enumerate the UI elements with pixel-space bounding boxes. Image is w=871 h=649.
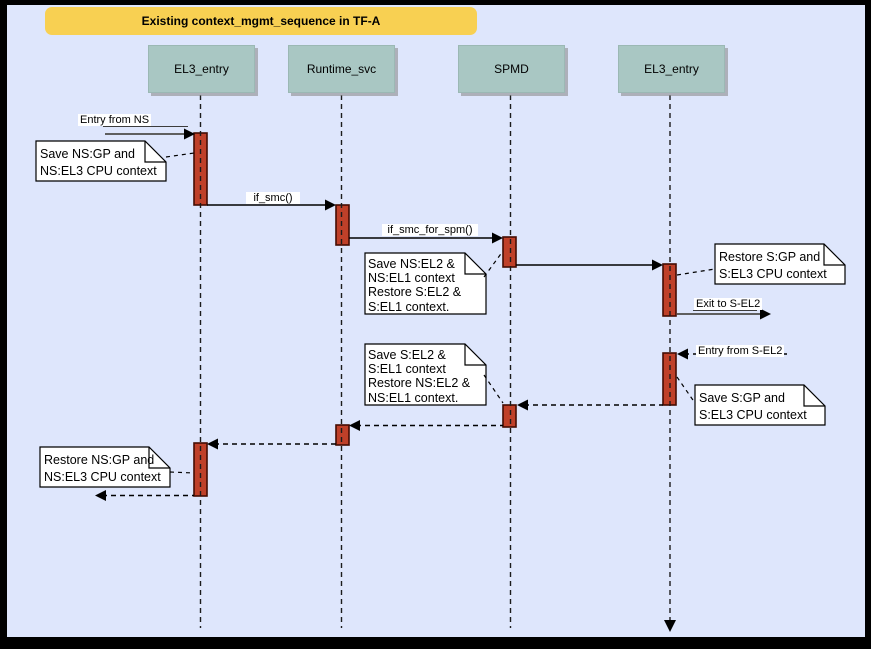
- lifeline-header-label: Runtime_svc: [306, 62, 377, 76]
- note-fold-icon: [823, 244, 845, 266]
- note-shape-save-s-el2: [364, 343, 487, 406]
- note-connector: [483, 250, 504, 278]
- note-connector: [676, 376, 696, 404]
- message-label-exit-to-sel2: Exit to S-EL2: [694, 298, 763, 310]
- note-connector: [169, 471, 195, 474]
- note-connector: [483, 374, 504, 404]
- note-fold-icon: [464, 253, 486, 275]
- lifeline-header-runtime-svc: Runtime_svc: [288, 45, 395, 93]
- lifeline-header-el3-entry-left: EL3_entry: [148, 45, 255, 93]
- activation-bar-runtime-1: [335, 204, 350, 246]
- arrowhead-if-smc-icon: [325, 199, 336, 211]
- activation-bar-spmd-2: [502, 404, 517, 428]
- arrowhead-spmd-to-runtime-icon: [349, 420, 360, 431]
- lifeline-header-spmd: SPMD: [458, 45, 565, 93]
- message-label-entry-from-ns: Entry from NS: [78, 114, 152, 126]
- message-label-if-smc: if_smc(): [246, 192, 300, 204]
- note-shape-save-ns-gp: [35, 140, 167, 182]
- message-label-if-smc-for-spm: if_smc_for_spm(): [382, 224, 478, 236]
- note-fold-icon: [464, 344, 486, 366]
- note-fold-icon: [148, 447, 170, 469]
- note-connector: [676, 268, 716, 276]
- lifeline-header-label: SPMD: [494, 62, 529, 76]
- arrowhead-runtime-to-el3-icon: [207, 438, 218, 450]
- arrowhead-exit-to-sel2-icon: [760, 308, 771, 320]
- arrowhead-if-smc-for-spm-icon: [492, 232, 503, 244]
- activation-bar-el3-right-1: [662, 263, 677, 317]
- note-text-restore-ns-gp: Restore NS:GP and NS:EL3 CPU context: [44, 453, 161, 484]
- activation-bar-runtime-2: [335, 424, 350, 446]
- note-text-save-ns-gp: Save NS:GP and NS:EL3 CPU context: [40, 147, 157, 178]
- note-text-save-ns-el2: Save NS:EL2 & NS:EL1 context Restore S:E…: [368, 257, 462, 314]
- arrowhead-exit-to-ns-icon: [95, 490, 106, 501]
- note-text-save-s-gp: Save S:GP and S:EL3 CPU context: [699, 391, 807, 422]
- note-shape-save-ns-el2: [364, 252, 487, 315]
- lifeline-header-el3-entry-right: EL3_entry: [618, 45, 725, 93]
- arrowhead-spmd-to-el3-icon: [652, 259, 663, 271]
- lifeline-header-label: EL3_entry: [644, 62, 699, 76]
- activation-bar-spmd-1: [502, 236, 517, 268]
- note-shape-restore-s-gp: [714, 243, 846, 285]
- lifeline-header-label: EL3_entry: [174, 62, 229, 76]
- arrowhead-el3-to-spmd-icon: [517, 399, 528, 411]
- note-fold-icon: [144, 141, 166, 163]
- note-connector: [165, 152, 195, 158]
- message-label-entry-from-sel2: Entry from S-EL2: [696, 345, 785, 357]
- diagram-title: Existing context_mgmt_sequence in TF-A: [45, 7, 477, 35]
- note-fold-icon: [803, 385, 825, 407]
- arrowhead-entry-from-ns-icon: [184, 128, 195, 140]
- note-text-save-s-el2: Save S:EL2 & S:EL1 context Restore NS:EL…: [368, 348, 471, 405]
- arrowhead-entry-from-sel2-icon: [677, 348, 688, 360]
- note-shape-restore-ns-gp: [39, 446, 171, 488]
- note-text-restore-s-gp: Restore S:GP and S:EL3 CPU context: [719, 250, 827, 281]
- lifeline-end-arrow-icon: [664, 620, 676, 632]
- note-shape-save-s-gp: [694, 384, 826, 426]
